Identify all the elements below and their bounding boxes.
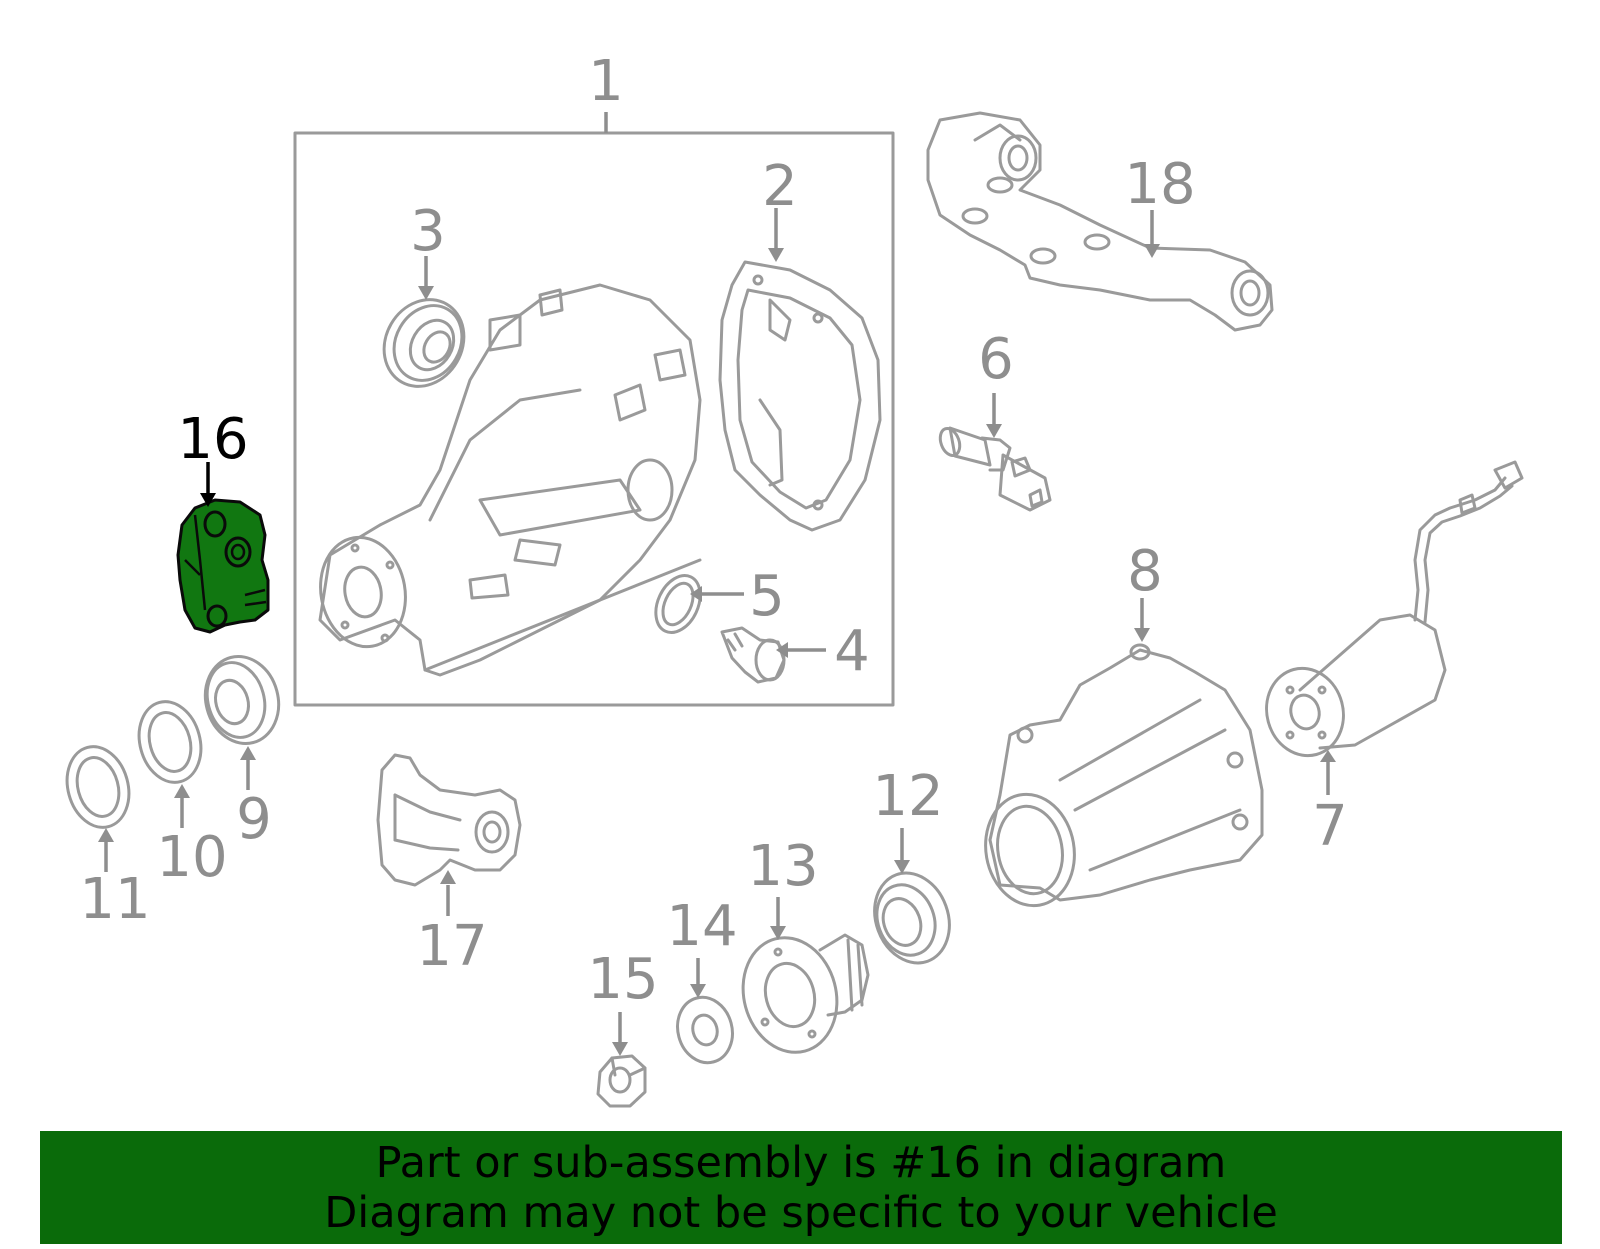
part-13-flange[interactable] [731, 927, 870, 1063]
part-12-seal[interactable] [862, 862, 961, 973]
label-part-15[interactable]: 15 [587, 947, 658, 1012]
info-banner: Part or sub-assembly is #16 in diagram D… [40, 1131, 1562, 1244]
part-3-seal[interactable] [369, 285, 480, 401]
label-part-7[interactable]: 7 [1312, 794, 1348, 859]
label-part-11[interactable]: 11 [79, 867, 150, 932]
label-part-4[interactable]: 4 [834, 619, 870, 684]
assembly-1-box [293, 112, 895, 707]
banner-line-1: Part or sub-assembly is #16 in diagram [375, 1137, 1227, 1188]
part-11-washer[interactable] [58, 740, 137, 835]
part-17-mount[interactable] [376, 753, 522, 887]
label-part-12[interactable]: 12 [872, 764, 943, 829]
label-part-10[interactable]: 10 [156, 825, 227, 890]
part-2-cover[interactable] [718, 260, 882, 532]
differential-housing [318, 283, 702, 677]
part-14-washer[interactable] [670, 991, 739, 1069]
label-part-14[interactable]: 14 [666, 894, 737, 959]
label-part-6[interactable]: 6 [978, 327, 1014, 392]
part-10-shim[interactable] [130, 695, 209, 790]
label-part-18[interactable]: 18 [1124, 152, 1195, 217]
label-part-3[interactable]: 3 [410, 199, 446, 264]
label-part-13[interactable]: 13 [747, 834, 818, 899]
part-9-bearing[interactable] [196, 648, 288, 752]
label-part-5[interactable]: 5 [749, 564, 785, 629]
label-part-9[interactable]: 9 [236, 787, 272, 852]
part-16-highlighted[interactable] [176, 498, 270, 634]
banner-line-2: Diagram may not be specific to your vehi… [324, 1187, 1278, 1238]
label-part-1[interactable]: 1 [588, 49, 624, 114]
part-7-motor[interactable] [1257, 460, 1524, 764]
label-part-2[interactable]: 2 [762, 154, 798, 219]
part-15-nut[interactable] [596, 1054, 647, 1108]
label-part-16[interactable]: 16 [177, 407, 248, 472]
label-part-17[interactable]: 17 [416, 914, 487, 979]
part-4-plug[interactable] [720, 626, 786, 684]
label-part-8[interactable]: 8 [1127, 539, 1163, 604]
part-5-washer[interactable] [647, 568, 709, 639]
part-8-housing[interactable] [977, 643, 1264, 913]
part-6-sensor[interactable] [937, 426, 1052, 512]
part-18-bracket[interactable] [926, 111, 1274, 332]
